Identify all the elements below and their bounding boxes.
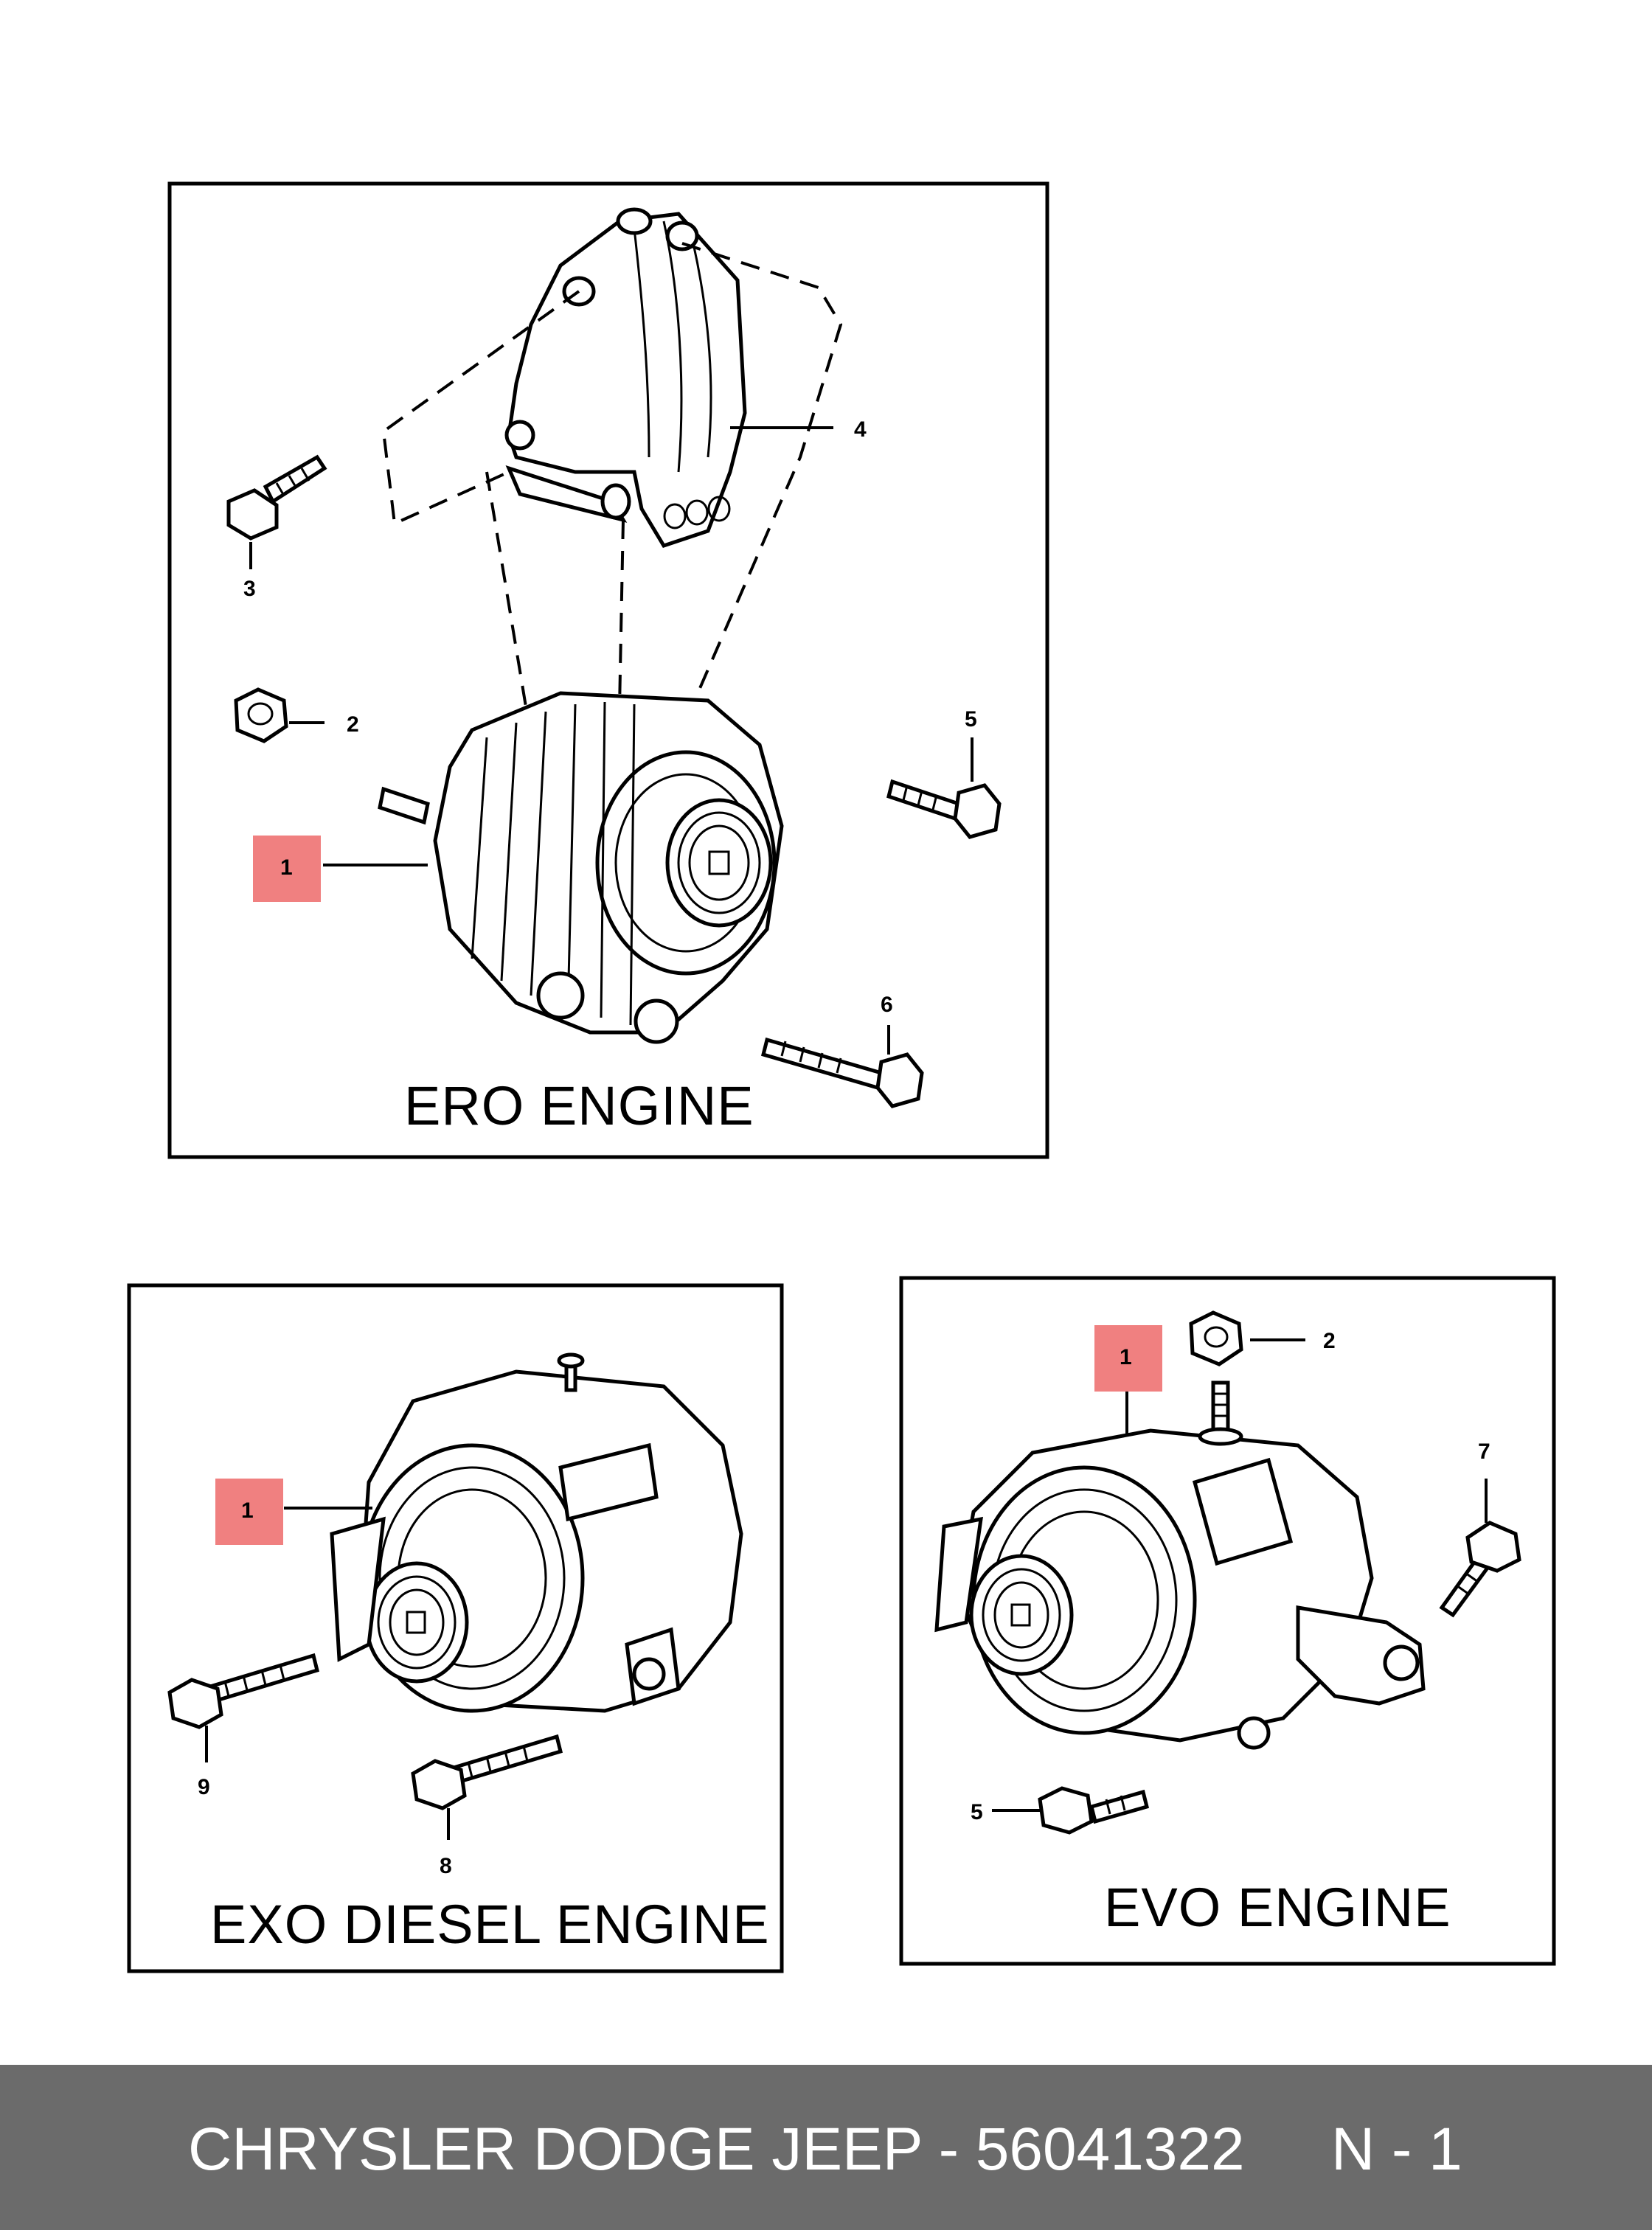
callout-4: 4 — [854, 417, 867, 442]
alignment-line — [677, 242, 843, 738]
callout-9: 9 — [198, 1775, 210, 1799]
callout-8: 8 — [440, 1854, 452, 1878]
bolt-6-drawing — [760, 1037, 924, 1108]
footer-page-number: N - 1 — [1331, 2116, 1462, 2183]
evo-engine-label: EVO ENGINE — [1104, 1877, 1451, 1938]
bolt-3-drawing — [226, 454, 327, 541]
bolt-5-drawing — [886, 779, 1002, 839]
alignment-line — [618, 519, 625, 709]
bolt-5-drawing — [1038, 1786, 1150, 1835]
alternator-drawing — [330, 1352, 743, 1713]
alternator-drawing — [934, 1380, 1426, 1750]
nut-2-drawing — [1189, 1310, 1243, 1366]
callout-highlight — [253, 836, 321, 902]
alternator-drawing — [378, 691, 784, 1044]
callout-1: 1 — [241, 1498, 254, 1523]
ero-panel-frame — [167, 181, 1049, 1159]
callout-5: 5 — [965, 707, 977, 732]
callout-7: 7 — [1478, 1439, 1490, 1464]
exo-engine-label: EXO DIESEL ENGINE — [210, 1894, 770, 1955]
bolt-9-drawing — [167, 1653, 320, 1729]
bolt-7-drawing — [1439, 1521, 1521, 1618]
evo-panel-frame — [899, 1276, 1556, 1966]
alignment-line — [381, 290, 580, 526]
ero-engine-panel: 1 2 3 4 5 6 ERO ENGINE — [167, 181, 1049, 1159]
callout-2: 2 — [347, 712, 359, 737]
footer-bar — [0, 2065, 1652, 2230]
callout-3: 3 — [243, 577, 256, 601]
bolt-8-drawing — [411, 1734, 563, 1810]
exo-panel-frame — [127, 1283, 784, 1973]
callout-highlight — [1094, 1325, 1162, 1392]
callout-5: 5 — [971, 1800, 983, 1824]
callout-highlight — [215, 1479, 283, 1545]
exo-diesel-engine-panel: 1 8 9 EXO DIESEL ENGINE — [127, 1283, 784, 1973]
alignment-line — [485, 471, 532, 738]
mounting-bracket-drawing — [504, 207, 747, 549]
footer-part-number: CHRYSLER DODGE JEEP - 56041322 — [188, 2116, 1245, 2183]
nut-2-drawing — [234, 687, 288, 743]
ero-engine-label: ERO ENGINE — [404, 1075, 754, 1136]
callout-1: 1 — [280, 855, 293, 880]
callout-1: 1 — [1120, 1345, 1132, 1369]
evo-engine-panel: 1 2 5 7 EVO ENGINE — [899, 1276, 1556, 1966]
callout-6: 6 — [881, 993, 893, 1017]
callout-2: 2 — [1323, 1329, 1336, 1353]
